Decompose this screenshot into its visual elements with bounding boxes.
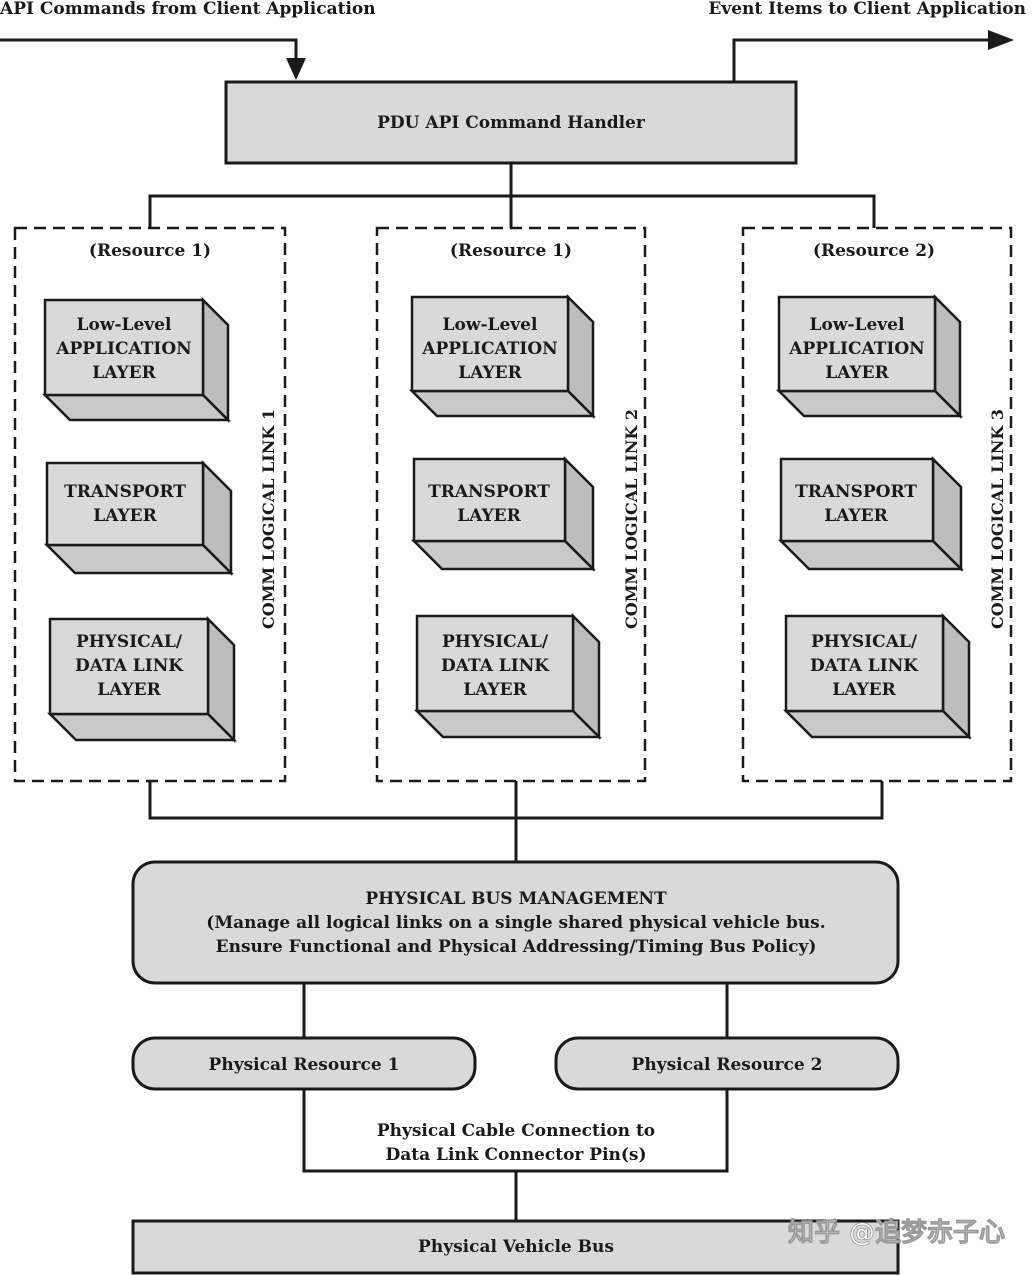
layer-label: Low-Level [443,315,538,335]
physical-data-link-layer-1: PHYSICAL/ DATA LINK LAYER [46,615,238,744]
layer-label: TRANSPORT [64,482,186,502]
layer-label: PHYSICAL/ [442,632,549,652]
bus-management-line-1: (Manage all logical links on a single sh… [206,913,825,933]
layer-label: DATA LINK [441,656,550,676]
cable-connection-line-1: Physical Cable Connection to [377,1121,655,1141]
api-commands-label: API Commands from Client Application [0,0,376,19]
resource-label-1: (Resource 1) [89,241,211,261]
low-level-application-layer-3: Low-Level APPLICATION LAYER [775,293,964,420]
physical-resource-1-label: Physical Resource 1 [209,1055,400,1075]
transport-layer-2: TRANSPORT LAYER [410,455,597,573]
layer-label: LAYER [825,363,889,383]
cable-connection-line-2: Data Link Connector Pin(s) [385,1145,646,1165]
layer-label: DATA LINK [810,656,919,676]
layer-label: TRANSPORT [428,482,550,502]
layer-label: Low-Level [810,315,905,335]
physical-data-link-layer-3: PHYSICAL/ DATA LINK LAYER [782,612,973,741]
comm-logical-link-2: (Resource 1) COMM LOGICAL LINK 2 Low-Lev… [375,226,647,783]
layer-label: PHYSICAL/ [811,632,918,652]
physical-resource-2-label: Physical Resource 2 [632,1055,823,1075]
bus-management-line-2: Ensure Functional and Physical Addressin… [216,937,817,957]
bus-to-resources-connector [302,983,729,1038]
logical-link-3-label: COMM LOGICAL LINK 3 [988,409,1007,629]
layer-label: APPLICATION [421,339,557,359]
output-arrow [732,30,1014,82]
transport-layer-1: TRANSPORT LAYER [43,459,235,577]
layer-label: DATA LINK [75,656,184,676]
physical-data-link-layer-2: PHYSICAL/ DATA LINK LAYER [413,612,603,741]
command-handler-label: PDU API Command Handler [377,113,646,133]
low-level-application-layer-2: Low-Level APPLICATION LAYER [408,293,597,420]
logical-link-3-boundary [741,226,1013,783]
input-arrow [0,38,306,80]
logical-link-2-boundary [375,226,647,783]
cable-connection-lines [302,1089,729,1221]
layer-label: LAYER [457,506,521,526]
logical-link-2-label: COMM LOGICAL LINK 2 [622,409,641,629]
transport-layer-3: TRANSPORT LAYER [777,455,965,573]
physical-vehicle-bus-box [131,1219,900,1275]
layer-label: TRANSPORT [795,482,917,502]
watermark-text: 知乎 @追梦赤子心 [788,1217,1005,1248]
event-items-label: Event Items to Client Application [708,0,1026,19]
layer-label: Low-Level [77,315,172,335]
physical-bus-management-box [131,860,900,985]
layer-label: LAYER [832,680,896,700]
layer-label: LAYER [463,680,527,700]
layer-label: PHYSICAL/ [76,632,183,652]
resource-label-2: (Resource 1) [450,241,572,261]
links-to-bus-connector [148,781,884,862]
low-level-application-layer-1: Low-Level APPLICATION LAYER [41,296,232,424]
physical-vehicle-bus-label: Physical Vehicle Bus [418,1237,614,1257]
layer-label: LAYER [458,363,522,383]
layer-label: LAYER [97,680,161,700]
layer-label: APPLICATION [55,339,191,359]
command-handler-box [224,80,798,165]
comm-logical-link-3: (Resource 2) COMM LOGICAL LINK 3 Low-Lev… [741,226,1013,783]
comm-logical-link-1: (Resource 1) COMM LOGICAL LINK 1 Low-Lev… [13,226,287,783]
logical-link-1-label: COMM LOGICAL LINK 1 [259,409,278,629]
handler-to-links-connector [148,163,876,228]
resource-label-3: (Resource 2) [813,241,935,261]
layer-label: APPLICATION [788,339,924,359]
layer-label: LAYER [93,506,157,526]
bus-management-title: PHYSICAL BUS MANAGEMENT [365,889,667,909]
layer-label: LAYER [92,363,156,383]
layer-label: LAYER [824,506,888,526]
